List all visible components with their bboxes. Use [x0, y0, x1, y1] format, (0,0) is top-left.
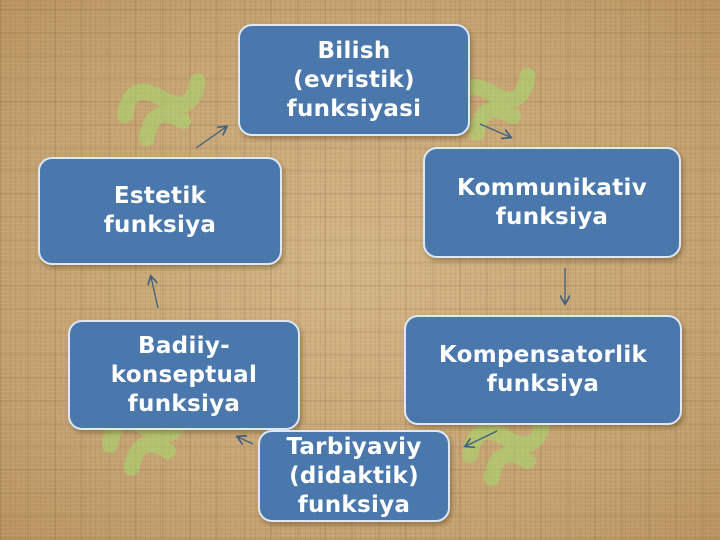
node-tarbiyaviy-didaktik: Tarbiyaviy (didaktik) funksiya — [258, 430, 450, 522]
node-bilish-evristik: Bilish (evristik) funksiyasi — [238, 24, 470, 136]
arrow-badiiy-to-estetik — [151, 277, 159, 309]
node-estetik: Estetik funksiya — [38, 157, 282, 265]
arrow-estetik-to-bilish — [195, 127, 226, 149]
arrow-kompensatorlik-to-tarbiyaviy — [466, 430, 498, 446]
node-kommunikativ: Kommunikativ funksiya — [423, 147, 681, 258]
arrow-bilish-to-kommunikativ — [479, 123, 510, 137]
node-kompensatorlik: Kompensatorlik funksiya — [404, 315, 682, 425]
arrow-tarbiyaviy-to-badiiy — [238, 437, 254, 444]
node-badiiy-konseptual: Badiiy- konseptual funksiya — [68, 320, 300, 430]
